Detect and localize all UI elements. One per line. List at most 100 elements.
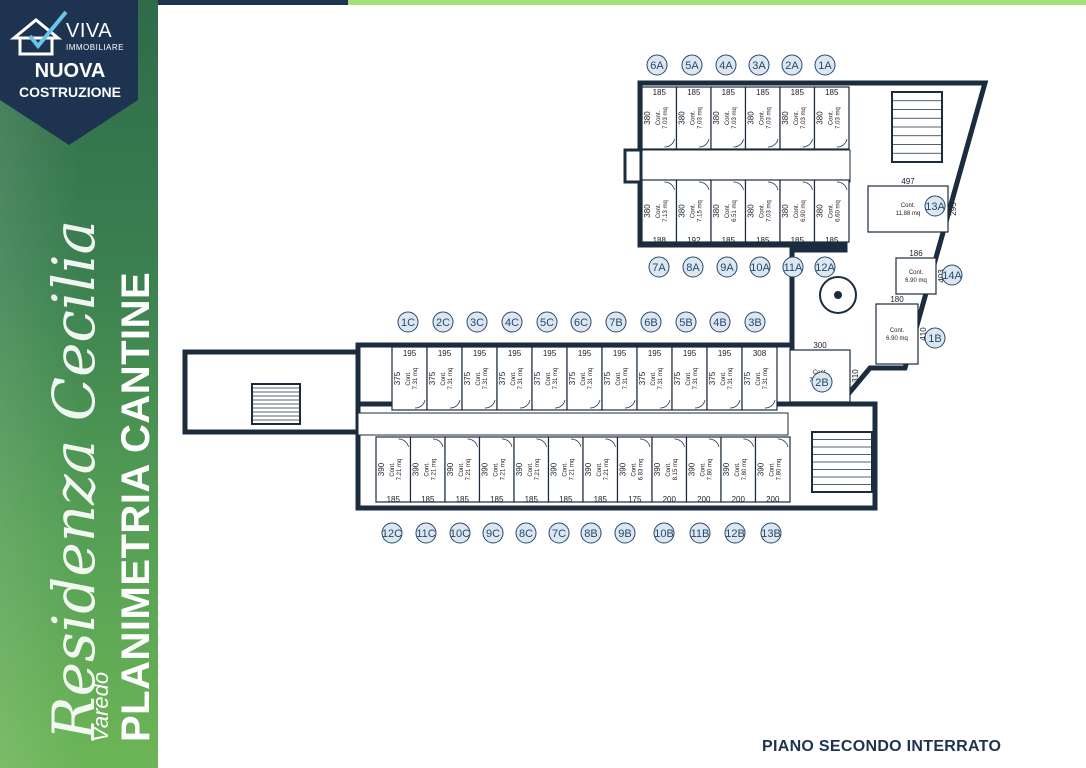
cell-depth-label: 375 — [498, 371, 507, 385]
cell-type-label: Cont. — [441, 371, 447, 386]
tag-circle — [482, 522, 504, 544]
cell-area-label: 7.80 mq — [708, 459, 714, 481]
tag-label: 1C — [401, 317, 415, 329]
cell-area-label: 7.21 mq — [397, 459, 403, 481]
cell-width-label: 185 — [825, 88, 839, 97]
cell-width-label: 185 — [791, 88, 805, 97]
unit-tag-west-bottom: 12B — [724, 522, 746, 544]
unit-tag-west-bottom: 9C — [482, 522, 504, 544]
unit-tag-west-top: 3C — [466, 311, 488, 333]
tag-circle — [924, 327, 946, 349]
cellar-rect — [675, 86, 712, 150]
cell-area-label: 7.03 mq — [767, 200, 773, 222]
cell-depth-label: 375 — [568, 371, 577, 385]
cell-depth-label: 375 — [638, 371, 647, 385]
cell-depth-label: 380 — [781, 204, 790, 218]
cell-area-label: 7.31 mq — [588, 368, 594, 390]
tag-circle — [744, 311, 766, 333]
door-swing-icon — [664, 138, 675, 148]
tag-label: 13B — [761, 528, 781, 540]
badge-line1: NUOVA — [34, 60, 106, 82]
cell-type-label: Cont. — [406, 371, 412, 386]
tag-circle — [724, 522, 746, 544]
script-project-name: Residenza Cecilia — [40, 219, 108, 740]
cell-width-label: 186 — [909, 249, 923, 258]
cellar-rect — [547, 436, 584, 503]
cell-width-label: 185 — [653, 88, 667, 97]
cell-type-label: Cont. — [616, 371, 622, 386]
tag-label: 9B — [618, 528, 631, 540]
unit-tag-west-top: 6C — [570, 311, 592, 333]
tag-circle — [570, 311, 592, 333]
cell-area-label: 8.15 mq — [673, 459, 679, 481]
cellar-cell-east: Cont.7.91 mq300310 — [789, 341, 860, 403]
cell-width-label: 195 — [403, 349, 417, 358]
cell-width-label: 195 — [473, 349, 487, 358]
cell-width-label: 200 — [697, 495, 711, 504]
tag-circle — [749, 256, 771, 278]
cell-type-label: Cont. — [721, 371, 727, 386]
cellar-rect — [409, 436, 446, 503]
tag-label: 9C — [486, 528, 500, 540]
vent-shaft-center — [834, 291, 842, 299]
cell-depth-label: 380 — [816, 111, 825, 125]
cell-type-label: Cont. — [794, 203, 800, 218]
badge-line2: COSTRUZIONE — [19, 84, 121, 100]
tag-circle — [715, 54, 737, 76]
door-swing-icon — [639, 438, 651, 448]
cell-width-label: 195 — [683, 349, 697, 358]
town-name: Varedo — [88, 671, 113, 742]
cell-width-label: 195 — [648, 349, 662, 358]
cell-width-label: 180 — [890, 295, 904, 304]
stair-south — [811, 431, 873, 493]
top-bar-accent — [348, 0, 1086, 5]
door-swing-icon — [743, 438, 754, 448]
cell-area-label: 6.90 mq — [905, 278, 927, 284]
cell-type-label: Cont. — [656, 110, 662, 125]
cell-type-label: Cont. — [691, 110, 697, 125]
door-swing-icon — [694, 399, 706, 409]
door-swing-icon — [467, 438, 478, 448]
cellar-rect — [741, 346, 778, 411]
tag-circle — [466, 311, 488, 333]
tag-label: 6B — [644, 317, 657, 329]
cell-type-label: Cont. — [563, 462, 569, 477]
cell-area-label: 7.21 mq — [501, 459, 507, 481]
door-swing-icon — [802, 138, 813, 148]
cellar-rect — [754, 436, 791, 503]
door-swing-icon — [501, 438, 513, 448]
tag-label: 11A — [784, 262, 803, 274]
cell-width-label: 195 — [613, 349, 627, 358]
door-swing-icon — [664, 181, 675, 191]
cellar-rect — [426, 346, 463, 411]
cell-width-label: 185 — [490, 495, 504, 504]
unit-tag-north-bottom: 10A — [749, 256, 771, 278]
cell-depth-label: 380 — [747, 204, 756, 218]
cell-width-label: 300 — [813, 341, 827, 350]
cell-width-label: 185 — [594, 495, 608, 504]
cellar-rect — [875, 303, 919, 365]
tag-circle — [814, 256, 836, 278]
unit-tag-east: 14A — [941, 264, 963, 286]
cell-depth-label: 390 — [377, 462, 386, 476]
cell-type-label: Cont. — [425, 462, 431, 477]
cell-type-label: Cont. — [701, 462, 707, 477]
tag-label: 5C — [540, 317, 554, 329]
cell-width-label: 308 — [753, 349, 767, 358]
cellar-rect — [710, 86, 747, 150]
cellar-rect — [706, 346, 743, 411]
cell-area-label: 7.31 mq — [693, 368, 699, 390]
cell-width-label: 185 — [456, 495, 470, 504]
door-swing-icon — [484, 399, 496, 409]
